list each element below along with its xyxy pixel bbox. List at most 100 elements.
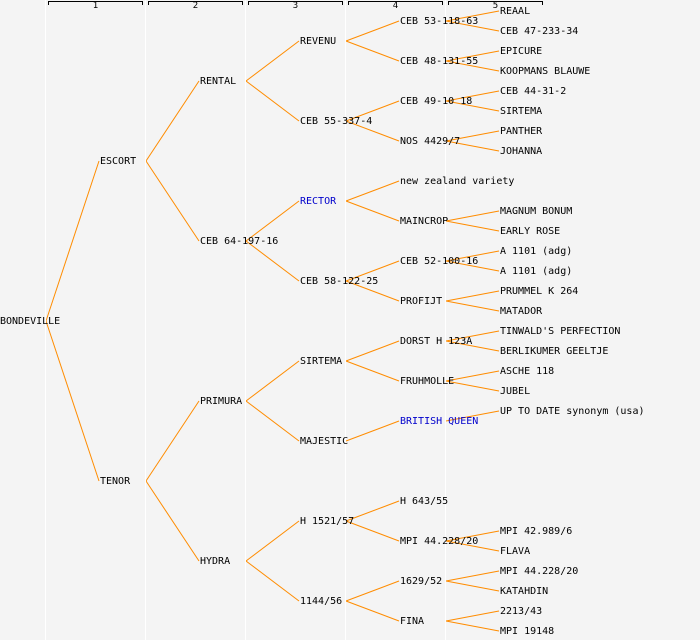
ancestor-variety: CEB 64-197-16 xyxy=(200,236,279,247)
ancestor-variety: CEB 52-100-16 xyxy=(400,256,479,267)
header-bracket xyxy=(248,1,343,5)
ancestor-variety: KATAHDIN xyxy=(500,586,549,597)
generation-number: 1 xyxy=(92,1,99,11)
pedigree-edge xyxy=(45,320,100,482)
ancestor-variety: RENTAL xyxy=(200,76,237,87)
ancestor-variety: TINWALD'S PERFECTION xyxy=(500,326,621,337)
pedigree-edge xyxy=(45,160,100,322)
generation-header-1: 1 xyxy=(48,0,143,14)
ancestor-variety: TENOR xyxy=(100,476,131,487)
pedigree-edge xyxy=(245,360,300,402)
generation-header-4: 4 xyxy=(348,0,443,14)
generation-number: 3 xyxy=(292,1,299,11)
ancestor-variety: KOOPMANS BLAUWE xyxy=(500,66,591,77)
ancestor-variety: UP TO DATE synonym (usa) xyxy=(500,406,645,417)
header-bracket xyxy=(48,1,143,5)
generation-header-3: 3 xyxy=(248,0,343,14)
pedigree-edge xyxy=(445,340,500,352)
pedigree-edge xyxy=(445,570,500,582)
ancestor-variety: A 1101 (adg) xyxy=(500,246,573,257)
pedigree-edge xyxy=(345,280,400,302)
pedigree-edge xyxy=(445,410,500,422)
root-variety: BONDEVILLE xyxy=(0,316,61,327)
pedigree-edge xyxy=(445,260,500,272)
ancestor-variety: ESCORT xyxy=(100,156,137,167)
pedigree-edge xyxy=(445,20,500,32)
header-bracket xyxy=(148,1,243,5)
pedigree-edge xyxy=(445,330,500,342)
ancestor-variety[interactable]: BRITISH QUEEN xyxy=(400,416,479,427)
ancestor-variety: 2213/43 xyxy=(500,606,543,617)
ancestor-variety: REVENU xyxy=(300,36,337,47)
ancestor-variety: MAJESTIC xyxy=(300,436,349,447)
ancestor-variety: EPICURE xyxy=(500,46,543,57)
ancestor-variety: CEB 49-10 18 xyxy=(400,96,473,107)
pedigree-edge xyxy=(445,300,500,312)
pedigree-edge xyxy=(345,120,400,142)
pedigree-edge xyxy=(145,480,200,562)
ancestor-variety: HYDRA xyxy=(200,556,231,567)
pedigree-edge xyxy=(445,530,500,542)
column-separator xyxy=(245,0,246,640)
column-separator xyxy=(45,0,46,640)
pedigree-edge xyxy=(145,160,200,242)
pedigree-edge xyxy=(445,290,500,302)
ancestor-variety: 1144/56 xyxy=(300,596,343,607)
pedigree-edge xyxy=(345,200,400,222)
pedigree-edge xyxy=(345,500,400,522)
pedigree-edge xyxy=(445,370,500,382)
pedigree-edge xyxy=(245,560,300,602)
ancestor-variety: MPI 44.228/20 xyxy=(400,536,479,547)
pedigree-edge xyxy=(445,220,500,232)
ancestor-variety: MPI 42.989/6 xyxy=(500,526,573,537)
ancestor-variety: new zealand variety xyxy=(400,176,515,187)
ancestor-variety: MATADOR xyxy=(500,306,543,317)
ancestor-variety: A 1101 (adg) xyxy=(500,266,573,277)
generation-number: 4 xyxy=(392,1,399,11)
ancestor-variety[interactable]: RECTOR xyxy=(300,196,337,207)
ancestor-variety: FINA xyxy=(400,616,425,627)
pedigree-edge xyxy=(445,540,500,552)
ancestor-variety: MPI 19148 xyxy=(500,626,555,637)
pedigree-edge xyxy=(245,240,300,282)
pedigree-edge xyxy=(345,40,400,62)
pedigree-edge xyxy=(345,360,400,382)
ancestor-variety: DORST H 123A xyxy=(400,336,473,347)
ancestor-variety: EARLY ROSE xyxy=(500,226,561,237)
column-separator xyxy=(145,0,146,640)
ancestor-variety: CEB 47-233-34 xyxy=(500,26,579,37)
pedigree-edge xyxy=(445,380,500,392)
ancestor-variety: H 1521/57 xyxy=(300,516,355,527)
pedigree-edge xyxy=(445,610,500,622)
column-separator xyxy=(345,0,346,640)
pedigree-edge xyxy=(145,80,200,162)
ancestor-variety: FLAVA xyxy=(500,546,531,557)
ancestor-variety: CEB 53-118-63 xyxy=(400,16,479,27)
pedigree-edge xyxy=(345,340,400,362)
ancestor-variety: NOS 4429/7 xyxy=(400,136,461,147)
generation-header-2: 2 xyxy=(148,0,243,14)
ancestor-variety: MPI 44.228/20 xyxy=(500,566,579,577)
pedigree-edge xyxy=(245,400,300,442)
ancestor-variety: CEB 44-31-2 xyxy=(500,86,567,97)
ancestor-variety: PRIMURA xyxy=(200,396,243,407)
pedigree-edge xyxy=(345,180,400,202)
pedigree-edge xyxy=(345,520,400,542)
generation-number: 5 xyxy=(492,1,499,11)
ancestor-variety: CEB 48-131-55 xyxy=(400,56,479,67)
ancestor-variety: PRUMMEL K 264 xyxy=(500,286,579,297)
ancestor-variety: MAGNUM BONUM xyxy=(500,206,573,217)
pedigree-edge xyxy=(145,400,200,482)
ancestor-variety: FRUHMOLLE xyxy=(400,376,455,387)
pedigree-edge xyxy=(345,100,400,122)
pedigree-edge xyxy=(445,140,500,152)
ancestor-variety: SIRTEMA xyxy=(500,106,543,117)
pedigree-edge xyxy=(345,600,400,622)
pedigree-edge xyxy=(445,210,500,222)
pedigree-edge xyxy=(445,580,500,592)
pedigree-edge xyxy=(345,20,400,42)
header-bracket xyxy=(448,1,543,5)
pedigree-edge xyxy=(445,620,500,632)
column-separator xyxy=(445,0,446,640)
